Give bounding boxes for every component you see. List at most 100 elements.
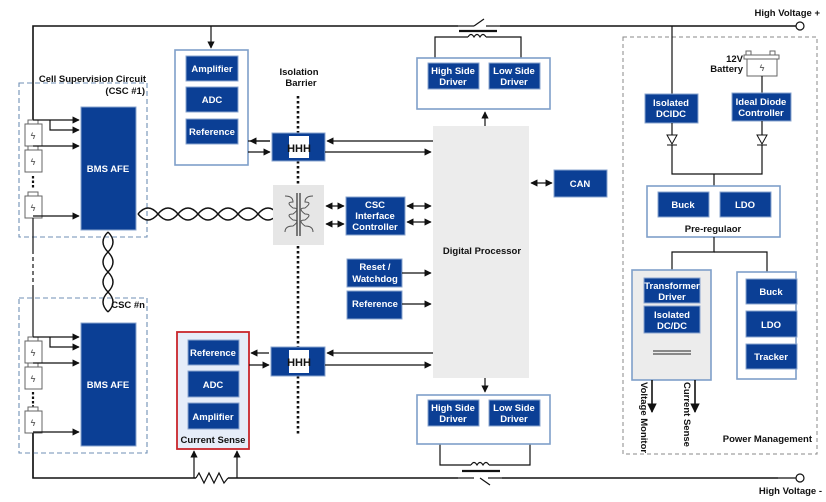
vs-amplifier-label: Amplifier bbox=[191, 64, 232, 75]
can-label: CAN bbox=[570, 179, 591, 190]
tracker-label: Tracker bbox=[754, 352, 788, 363]
isolation-label-line1: Isolation bbox=[279, 67, 318, 78]
cscn-group: CSC #n BMS AFE ϟ ϟ ϟ bbox=[18, 297, 148, 478]
top-high-side-line2: Driver bbox=[439, 77, 467, 88]
power-management-group: Power Management ϟ 12V Battery Isolated … bbox=[622, 26, 818, 455]
ldo-block[interactable] bbox=[745, 310, 798, 338]
cell-icon: ϟ bbox=[31, 348, 36, 358]
cs-reference-block[interactable] bbox=[187, 339, 240, 366]
csc1-group: Cell Supervision Circuit (CSC #1) BMS AF… bbox=[18, 74, 148, 337]
csc1-cell-2: ϟ bbox=[24, 145, 43, 173]
bottom-low-side-driver[interactable] bbox=[488, 399, 541, 427]
buck-block[interactable] bbox=[745, 278, 798, 305]
ldo-label: LDO bbox=[761, 320, 781, 331]
vs-adc-block[interactable] bbox=[185, 86, 239, 113]
cs-adc-block[interactable] bbox=[187, 370, 240, 398]
reset-watchdog-block[interactable]: Reset / Watchdog bbox=[346, 258, 403, 288]
top-low-side-line1: Low Side bbox=[493, 66, 535, 77]
prereg-ldo-label: LDO bbox=[735, 200, 755, 211]
bottom-relay bbox=[439, 444, 531, 486]
voltage-monitor-label: Voltage Monitor bbox=[638, 382, 649, 453]
battery-icon: ϟ bbox=[760, 63, 765, 73]
transformer-driver-block[interactable] bbox=[643, 277, 701, 304]
bottom-driver-frame: High Side Driver Low Side Driver bbox=[416, 394, 551, 445]
shunt-resistor-icon bbox=[195, 471, 229, 485]
csc-interface-line3: Controller bbox=[352, 222, 398, 233]
battery-label-line1: 12V bbox=[726, 54, 744, 65]
cscn-cell-n: ϟ bbox=[24, 406, 43, 434]
reference-block[interactable]: Reference bbox=[346, 290, 403, 320]
reference-label: Reference bbox=[352, 299, 398, 310]
digital-isolator-top[interactable]: ΗΗΗ bbox=[271, 132, 326, 162]
capacitor-isolator-icon: ΗΗΗ bbox=[287, 357, 311, 369]
cell-icon: ϟ bbox=[31, 157, 36, 167]
current-sense-title: Current Sense bbox=[181, 435, 246, 446]
tracker-block[interactable] bbox=[745, 343, 798, 370]
isolated-dcdc-2-block[interactable] bbox=[643, 305, 701, 334]
cscn-title: CSC #n bbox=[111, 300, 145, 311]
power-management-title: Power Management bbox=[723, 434, 813, 445]
can-block[interactable]: CAN bbox=[553, 169, 608, 198]
hv-minus-label: High Voltage - bbox=[759, 486, 822, 497]
csc1-title-line1: Cell Supervision Circuit bbox=[39, 74, 147, 85]
isolation-transformer[interactable] bbox=[273, 185, 324, 245]
cscn-boundary bbox=[18, 297, 148, 454]
cscn-bms-afe-label: BMS AFE bbox=[87, 380, 129, 391]
cs-amplifier-label: Amplifier bbox=[192, 412, 233, 423]
vs-reference-block[interactable] bbox=[185, 118, 239, 145]
prereg-buck-block[interactable] bbox=[657, 191, 710, 218]
isolation-label-line2: Barrier bbox=[285, 78, 316, 89]
top-relay bbox=[434, 18, 522, 58]
prereg-title: Pre-regulaor bbox=[685, 224, 742, 235]
digital-processor-label: Digital Processor bbox=[443, 246, 521, 257]
csc1-cell-1: ϟ bbox=[24, 119, 43, 147]
bottom-high-side-driver[interactable] bbox=[427, 399, 480, 427]
csc1-title-line2: (CSC #1) bbox=[105, 86, 145, 97]
voltage-sense-frame: Amplifier ADC Reference bbox=[174, 26, 249, 166]
bottom-low-side-line1: Low Side bbox=[493, 403, 535, 414]
isolation-barrier: Isolation Barrier bbox=[279, 67, 319, 435]
cscn-cell-1: ϟ bbox=[24, 336, 43, 364]
transformer-driver-line1: Transformer bbox=[644, 281, 700, 292]
current-sense-frame: Reference ADC Amplifier Current Sense bbox=[176, 331, 250, 478]
bottom-low-side-line2: Driver bbox=[500, 414, 528, 425]
csc-interface-line2: Interface bbox=[355, 211, 395, 222]
hv-plus-terminal bbox=[795, 21, 805, 31]
top-high-side-line1: High Side bbox=[431, 66, 475, 77]
bottom-high-side-line1: High Side bbox=[431, 403, 475, 414]
cs-reference-label: Reference bbox=[190, 348, 236, 359]
digital-isolator-bottom[interactable]: ΗΗΗ bbox=[270, 346, 326, 377]
isolated-dcdc-block[interactable]: Isolated DCIDC bbox=[644, 93, 699, 124]
cell-icon: ϟ bbox=[31, 374, 36, 384]
csc1-boundary bbox=[18, 82, 148, 238]
bottom-high-side-line2: Driver bbox=[439, 414, 467, 425]
prereg-ldo-block[interactable] bbox=[719, 191, 772, 218]
isolated-supply-frame: Transformer Driver Isolated DC/DC bbox=[631, 269, 712, 381]
top-high-side-driver[interactable] bbox=[427, 62, 480, 90]
cscn-bms-afe[interactable] bbox=[80, 322, 137, 447]
csc1-cell-n: ϟ bbox=[24, 191, 43, 219]
ideal-diode-line1: Ideal Diode bbox=[736, 97, 787, 108]
isolated-dcdc-2-line2: DC/DC bbox=[657, 321, 687, 332]
cell-icon: ϟ bbox=[31, 418, 36, 428]
hv-plus-label: High Voltage + bbox=[754, 8, 820, 19]
top-low-side-driver[interactable] bbox=[488, 62, 541, 90]
cs-amplifier-block[interactable] bbox=[187, 402, 240, 430]
ideal-diode-controller-block[interactable]: Ideal Diode Controller bbox=[731, 92, 792, 122]
vs-adc-label: ADC bbox=[202, 95, 223, 106]
battery-12v: ϟ 12V Battery bbox=[710, 50, 780, 77]
diode-icon bbox=[666, 134, 678, 146]
cell-icon: ϟ bbox=[31, 131, 36, 141]
pre-regulator-frame: Buck LDO Pre-regulaor bbox=[646, 185, 781, 238]
digital-processor[interactable]: Digital Processor bbox=[433, 126, 529, 378]
csc1-bms-afe[interactable] bbox=[80, 106, 137, 231]
csc-interface-controller[interactable]: CSC Interface Controller bbox=[345, 196, 406, 236]
capacitor-isolator-icon: ΗΗΗ bbox=[287, 143, 311, 155]
hv-minus-terminal bbox=[795, 473, 805, 483]
isolated-dcdc-2-line1: Isolated bbox=[654, 310, 690, 321]
vs-reference-label: Reference bbox=[189, 127, 235, 138]
vs-amplifier-block[interactable] bbox=[185, 55, 239, 82]
cscn-cell-2: ϟ bbox=[24, 362, 43, 390]
isolated-dcdc-line2: DCIDC bbox=[656, 109, 686, 120]
transformer-driver-line2: Driver bbox=[658, 292, 686, 303]
